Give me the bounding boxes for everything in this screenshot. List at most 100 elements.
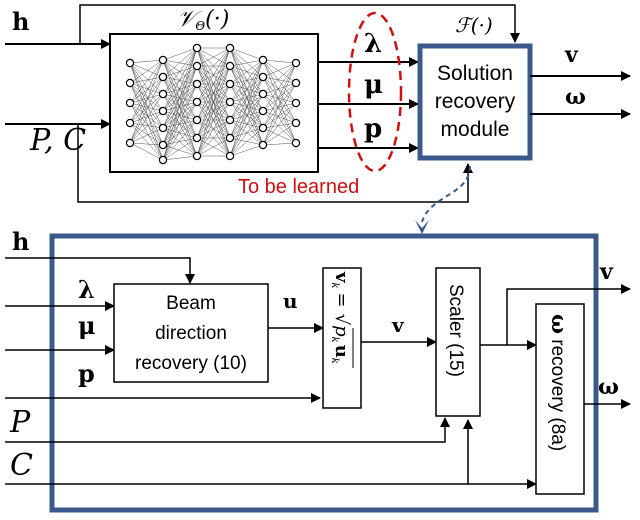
top-out-v: v xyxy=(564,42,579,68)
nn-edge xyxy=(196,83,231,157)
nn-edge xyxy=(229,65,264,146)
nn-edge xyxy=(229,101,264,129)
nn-edge xyxy=(129,142,164,146)
nn-label: 𝒱Θ(·) xyxy=(177,7,229,33)
nn-edge xyxy=(162,101,198,112)
nn-edge xyxy=(262,76,297,144)
nn-edge xyxy=(162,47,198,61)
nn-edge xyxy=(162,76,198,157)
solution-line1: Solution xyxy=(437,62,513,85)
nn-edge xyxy=(229,110,264,121)
arrow-bottom-P xyxy=(5,417,450,443)
nn-edge xyxy=(229,59,264,103)
nn-edge xyxy=(129,93,164,104)
nn-edge xyxy=(229,76,264,85)
nn-edge xyxy=(129,82,164,95)
neural-network-graph xyxy=(125,43,301,165)
nn-edge xyxy=(229,93,264,157)
nn-edge xyxy=(162,47,198,129)
bottom-input-C: C xyxy=(10,448,33,483)
nn-edge xyxy=(229,47,264,112)
nn-node xyxy=(225,115,235,125)
nn-edge xyxy=(229,119,264,146)
nn-node xyxy=(258,72,268,82)
u-label: u xyxy=(283,289,298,313)
formula-text: vk=√pkuk xyxy=(329,271,354,368)
nn-edge xyxy=(162,101,198,146)
bottom-input-p: p xyxy=(78,359,95,388)
nn-edge xyxy=(129,93,164,144)
nn-edge xyxy=(162,127,198,139)
nn-edge xyxy=(262,82,297,112)
nn-edge xyxy=(229,59,264,139)
nn-edge xyxy=(229,144,264,157)
beam-line3: recovery (10) xyxy=(135,353,247,374)
nn-node xyxy=(258,89,268,99)
nn-node xyxy=(225,43,235,53)
nn-edge xyxy=(196,47,231,157)
nn-edge xyxy=(162,65,198,146)
nn-node xyxy=(291,118,301,128)
nn-node xyxy=(158,55,168,65)
top-input-pc: P, C xyxy=(29,123,86,158)
nn-edge xyxy=(262,102,297,112)
f-label: ℱ(·) xyxy=(455,13,493,37)
nn-edge xyxy=(162,101,198,161)
nn-edge xyxy=(262,102,297,129)
bottom-out-v: v xyxy=(599,259,614,285)
nn-edge xyxy=(129,102,164,112)
nn-edge xyxy=(162,65,198,161)
nn-edge xyxy=(262,62,297,112)
nn-edge xyxy=(262,62,297,78)
nn-edge xyxy=(262,59,297,144)
nn-node xyxy=(158,123,168,133)
nn-edge xyxy=(129,82,164,129)
bottom-input-mu: μ xyxy=(78,311,96,340)
nn-edge xyxy=(162,110,198,121)
nn-edge xyxy=(262,110,297,124)
nn-edge xyxy=(196,119,231,157)
nn-edge xyxy=(196,47,231,121)
nn-edge xyxy=(162,137,198,161)
nn-edge xyxy=(229,47,264,95)
nn-edge xyxy=(262,59,297,104)
nn-edge xyxy=(229,47,264,129)
nn-edge xyxy=(229,47,264,78)
nn-edge xyxy=(262,82,297,95)
nn-node xyxy=(158,155,168,165)
nn-edge xyxy=(262,62,297,95)
nn-edge xyxy=(262,93,297,124)
nn-edge xyxy=(262,93,297,144)
nn-edge xyxy=(129,127,164,144)
p-label: p xyxy=(364,114,382,144)
nn-node xyxy=(125,138,135,148)
nn-node xyxy=(258,123,268,133)
arrow-bottom-h xyxy=(5,257,195,284)
nn-edge xyxy=(229,119,264,129)
formula-box xyxy=(322,267,362,409)
nn-edge xyxy=(162,83,198,161)
nn-edge xyxy=(262,82,297,146)
nn-node xyxy=(158,140,168,150)
nn-edge xyxy=(129,82,164,146)
to-be-learned-label: To be learned xyxy=(238,176,359,198)
nn-node xyxy=(192,61,202,71)
nn-node xyxy=(291,138,301,148)
nn-edge xyxy=(129,142,164,161)
nn-edge xyxy=(229,59,264,85)
v-label: v xyxy=(391,313,405,337)
bottom-input-lambda: λ xyxy=(78,275,95,304)
nn-edge xyxy=(129,122,164,129)
nn-node xyxy=(125,118,135,128)
nn-edge xyxy=(162,47,198,161)
expanded-module-box xyxy=(49,233,599,513)
zoom-connector-head xyxy=(415,220,429,234)
solution-line2: recovery xyxy=(435,90,516,113)
nn-edge xyxy=(262,142,297,146)
nn-edge xyxy=(229,76,264,157)
omega-recovery-label: ω recovery (8a) xyxy=(547,314,572,451)
nn-edge xyxy=(196,137,231,157)
nn-node xyxy=(225,97,235,107)
nn-node xyxy=(258,55,268,65)
nn-node xyxy=(291,98,301,108)
